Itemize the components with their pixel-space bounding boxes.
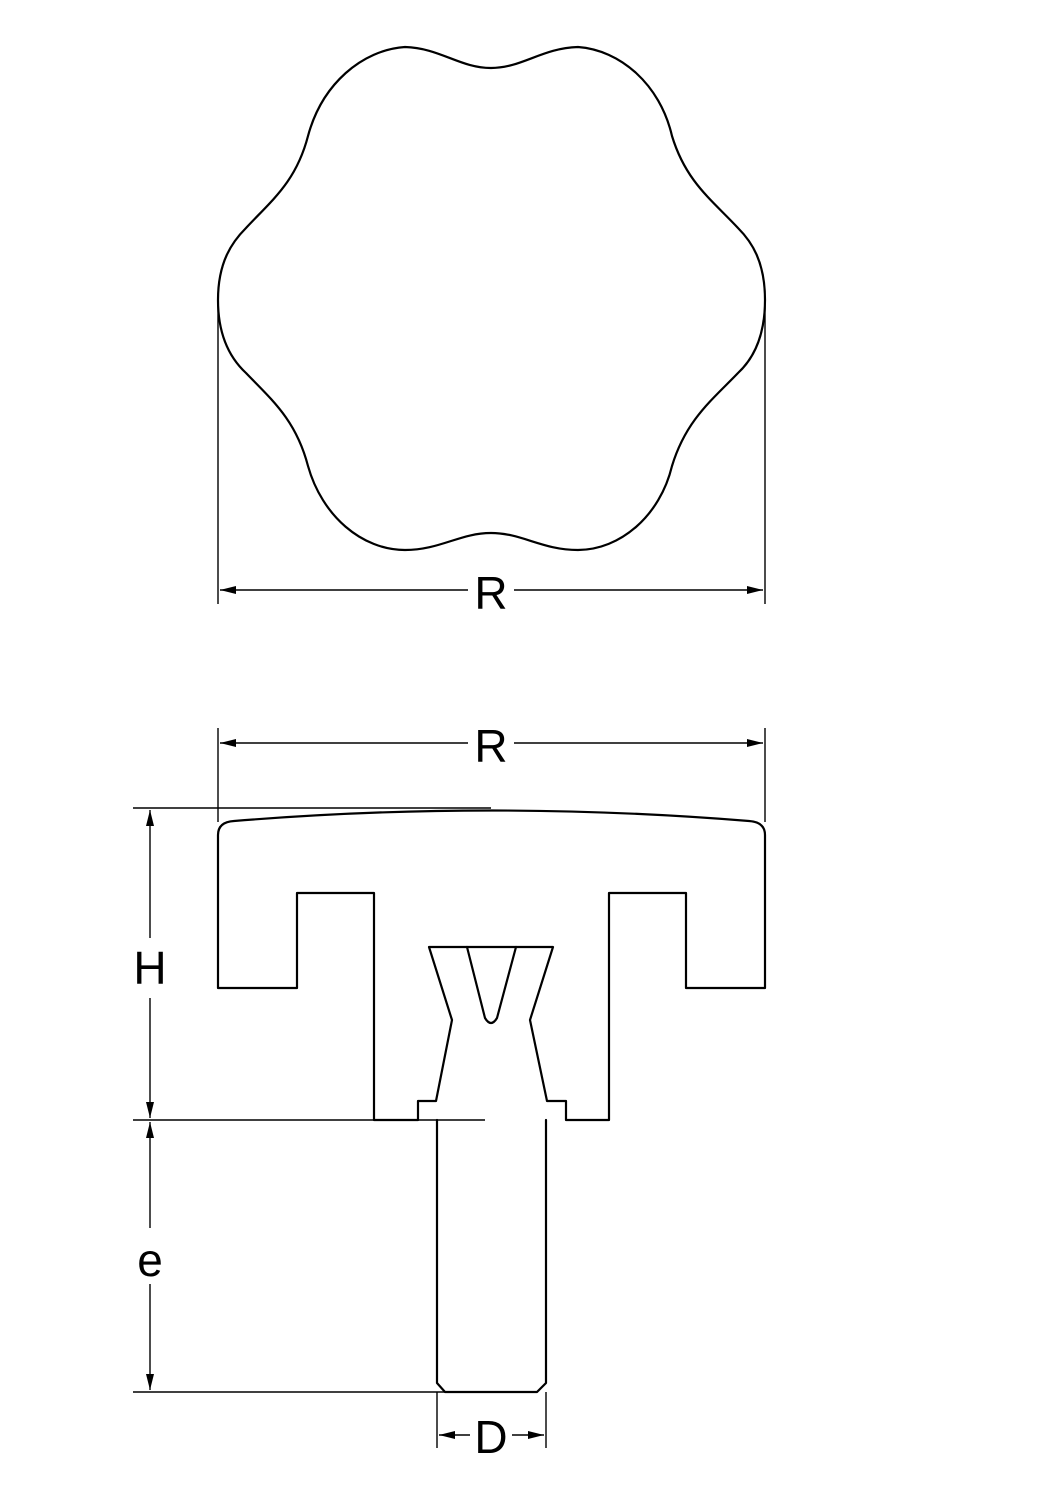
stud-length-dimension bbox=[133, 1122, 445, 1393]
side-view: R H e D bbox=[133, 720, 767, 1463]
height-dimension bbox=[133, 807, 491, 1118]
side-width-label: R bbox=[474, 720, 507, 772]
height-label: H bbox=[133, 942, 166, 994]
knob-body-section bbox=[216, 809, 767, 1122]
side-width-dimension bbox=[217, 728, 766, 822]
stud-length-label: e bbox=[137, 1234, 163, 1286]
threaded-stud bbox=[435, 1118, 548, 1394]
top-view: R bbox=[216, 45, 767, 619]
stud-diameter-dimension bbox=[436, 1392, 547, 1448]
stud-diameter-label: D bbox=[474, 1411, 507, 1463]
insert-v-groove bbox=[465, 945, 518, 1025]
top-width-label: R bbox=[474, 567, 507, 619]
top-width-dimension bbox=[217, 300, 766, 604]
knob-top-outline bbox=[216, 45, 767, 552]
